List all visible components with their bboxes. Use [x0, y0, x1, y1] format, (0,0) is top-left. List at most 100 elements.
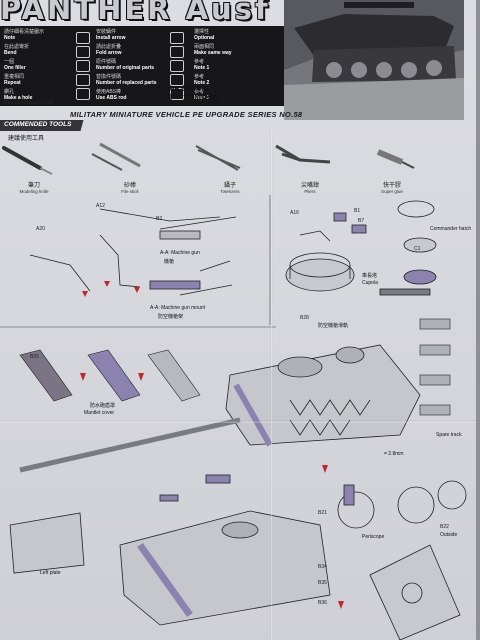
tool-label-cn: 快干膠: [382, 183, 401, 189]
cupola-cn: 車長塔: [362, 273, 378, 279]
tool-label-en: Tweezers: [220, 189, 240, 194]
part-number: B35: [318, 580, 327, 586]
glue-icon: [376, 149, 415, 169]
note2-symbol-icon: [170, 74, 184, 86]
legend-cn: 選擇性: [194, 29, 210, 35]
legend-cn: 安裝鑄件: [96, 29, 117, 35]
legend-cn: 請此處折疊: [96, 44, 122, 50]
part-number: B21: [318, 510, 327, 516]
commander-hatch-assembly: [397, 200, 437, 285]
spare-track-assembly: [419, 318, 451, 416]
red-arrow-icon: [322, 465, 344, 609]
legend-en: Number of original parts: [96, 65, 155, 71]
machine-gun-assembly: [29, 208, 237, 296]
tool-label-en: Pliers: [304, 189, 316, 194]
machine-gun-mount-cn: 防空機槍架: [158, 314, 184, 320]
legend-cn: 鑽孔: [4, 89, 15, 95]
legend-cn: 重複相同: [4, 74, 25, 80]
legend-en: Note 2: [194, 80, 210, 86]
repeat-symbol-icon: [76, 74, 90, 86]
legend-cn: 一個: [4, 59, 15, 65]
legend-cn: 參考: [194, 89, 205, 95]
filler-symbol-icon: [76, 60, 90, 72]
gun-mount-rail-label: 防空機槍滑軌: [318, 323, 349, 329]
part-number: B25: [30, 354, 39, 360]
tool-label-en: File stick: [121, 189, 139, 194]
assembly-diagram: [0, 195, 467, 640]
part-number: B2: [156, 216, 163, 222]
mantlet-cover-label: Mantlet cover: [84, 410, 115, 416]
legend-en: Make same way: [194, 50, 232, 56]
legend-cn: 兩面相同: [194, 44, 215, 50]
legend-en: Use ABS rod: [96, 95, 127, 101]
tools-heading-cn: 建議使用工具: [8, 136, 45, 142]
legend-en: Make a hole: [4, 95, 33, 101]
legend-en: Install arrow: [96, 35, 126, 41]
tool-label-cn: 鑷子: [223, 183, 236, 189]
paper-fold: [270, 130, 273, 640]
legend-en: Note 1: [194, 65, 210, 71]
legend-cn: 參考: [194, 59, 205, 65]
note3-symbol-icon: [170, 88, 184, 100]
part-number: B28: [300, 315, 309, 321]
red-arrow-icon: [80, 373, 144, 381]
machine-gun-mount-label: A-A: Machine gun mount: [150, 305, 206, 311]
tool-label-cn: 尖嘴鉗: [300, 183, 319, 189]
left-plate-label: Left plate: [40, 570, 61, 576]
legend-en: Note 3: [194, 95, 210, 101]
legend-en: Optional: [194, 35, 215, 41]
part-number: B22: [440, 524, 449, 530]
series-title: MILITARY MINIATURE VEHICLE PE UPGRADE SE…: [70, 110, 303, 119]
periscope-assembly: [337, 480, 467, 529]
mantlet-cover-parts: [19, 349, 201, 402]
red-arrow-icon: [82, 281, 140, 297]
part-number: B1: [354, 208, 361, 214]
file-stick-icon: [91, 142, 141, 171]
tweezers-icon: [195, 145, 241, 171]
title-band: PANTHER Ausf G: [0, 0, 290, 26]
hole-symbol-icon: [76, 88, 90, 100]
note-symbol-icon: [76, 32, 90, 44]
legend-repeat-opposite: Repeat opposite side: [4, 100, 55, 106]
cupola-assembly: [285, 212, 367, 292]
legend-cn: 替換件號碼: [96, 74, 122, 80]
tools-heading: COMMENDED TOOLS: [4, 121, 72, 128]
optional-symbol-icon: [170, 32, 184, 44]
legend-en: Bend: [4, 50, 17, 56]
part-number: A12: [96, 203, 105, 209]
outside-label: Outside: [440, 532, 458, 538]
part-number: A16: [290, 210, 299, 216]
pe-update-note: PE UPDATE [For TAM/DRA]: [170, 86, 220, 102]
periscope-label: Periscope: [362, 534, 385, 540]
tools-illustrations: [2, 142, 415, 175]
part-number: B34: [318, 564, 327, 570]
same-way-symbol-icon: [170, 46, 184, 58]
part-number: B36: [318, 600, 327, 606]
tank-photo: [284, 0, 464, 120]
turret-assembly: [19, 288, 431, 473]
legend-cn: 請仔細看清楚圖示: [4, 29, 45, 35]
legend-cn: 原件號碼: [96, 59, 117, 65]
commander-hatch-label: Commander hatch: [430, 226, 472, 232]
legend-cn: 在此處彎折: [4, 44, 30, 50]
hull-assembly: [9, 474, 331, 626]
legend-en: Fold arrow: [96, 50, 122, 56]
legend-cn: 使用ABS棒: [96, 89, 122, 95]
part-number: C1: [414, 246, 421, 252]
length-note: = 2.8mm: [384, 451, 404, 457]
